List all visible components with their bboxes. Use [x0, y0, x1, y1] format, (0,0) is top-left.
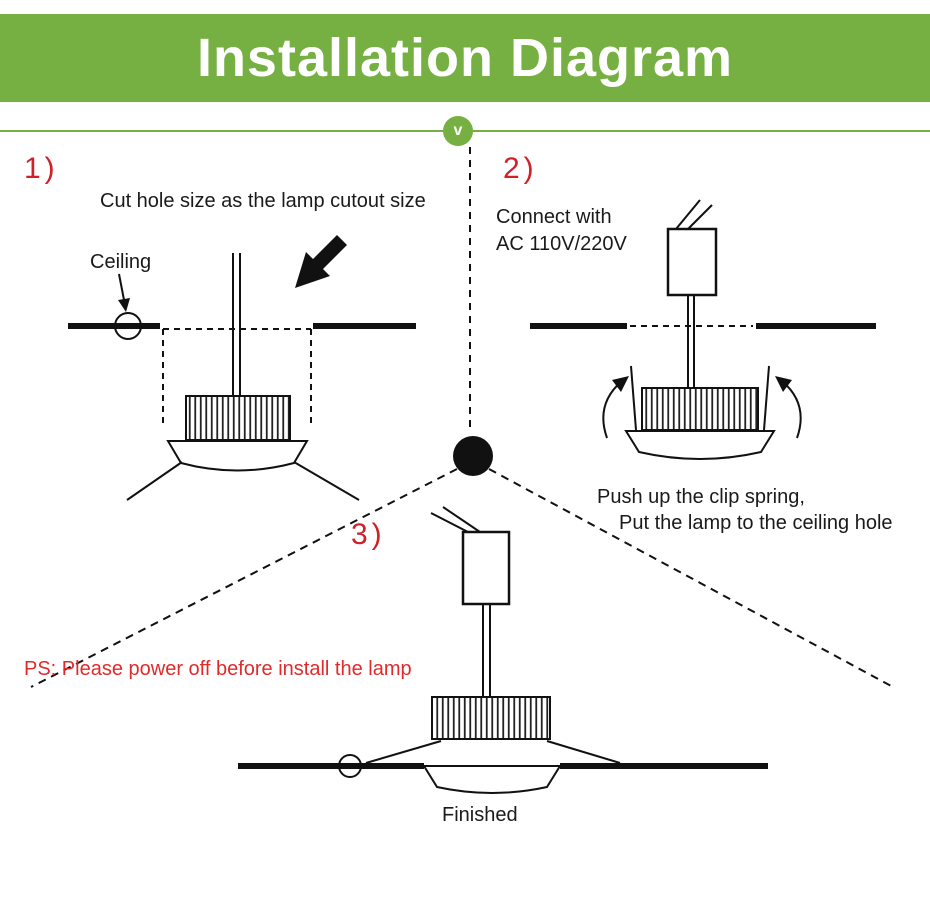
clip-springs — [126, 461, 360, 501]
power-off-note: PS: Please power off before install the … — [24, 658, 412, 680]
clip-springs — [630, 365, 770, 431]
ceiling-pointer-arrow — [118, 273, 130, 312]
lamp-heatsink — [185, 395, 291, 441]
light-beam-guides — [30, 147, 894, 688]
driver-wires — [430, 506, 481, 533]
lamp-trim — [166, 440, 309, 472]
step1-diagram — [68, 235, 416, 501]
step1-caption: Cut hole size as the lamp cutout size — [100, 190, 426, 212]
driver-box — [461, 530, 511, 606]
left-beam-dashed-line — [30, 468, 458, 688]
lamp-heatsink — [431, 696, 551, 740]
rotate-arrow-right-icon — [775, 376, 802, 439]
lamp-trim — [422, 765, 562, 794]
cutout-dashed-outline — [162, 328, 312, 428]
driver-box — [666, 227, 718, 297]
step3-diagram — [238, 506, 768, 794]
lamp-trim — [624, 430, 776, 460]
lamp-cable — [232, 253, 241, 396]
driver-wires — [675, 199, 713, 230]
direction-arrow-icon — [295, 235, 347, 288]
ceiling-highlight-circle — [338, 754, 362, 778]
step2-connect-line1: Connect with — [496, 206, 612, 228]
header-banner: Installation Diagram — [0, 14, 930, 102]
beam-origin-dot — [453, 436, 493, 476]
step1-number: 1) — [24, 152, 59, 185]
page-title: Installation Diagram — [196, 28, 734, 88]
clip-springs — [365, 740, 621, 764]
divider-badge: v — [443, 116, 473, 146]
rotate-arrow-left-icon — [602, 376, 629, 439]
step3-number: 3) — [351, 518, 386, 551]
lamp-cable — [482, 604, 491, 697]
ceiling-highlight-circle — [114, 312, 142, 340]
step3-finished-label: Finished — [442, 804, 518, 826]
step2-number: 2) — [503, 152, 538, 185]
step2-instruction-line1: Push up the clip spring, — [597, 486, 805, 508]
step2-instruction-line2: Put the lamp to the ceiling hole — [619, 512, 893, 534]
lamp-cable — [687, 295, 695, 388]
ceiling-label: Ceiling — [90, 251, 152, 273]
lamp-heatsink — [641, 387, 759, 431]
step2-connect-line2: AC 110V/220V — [496, 233, 627, 255]
